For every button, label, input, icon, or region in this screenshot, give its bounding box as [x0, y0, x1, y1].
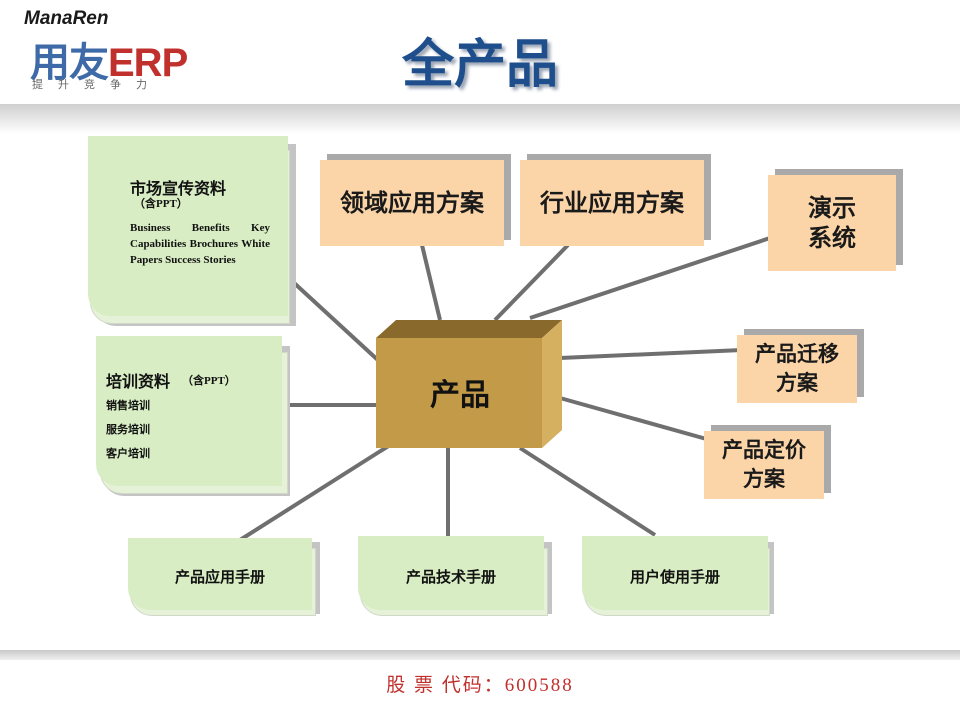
- footer-divider: [0, 650, 960, 660]
- tech-manual-label: 产品技术手册: [405, 568, 496, 586]
- header-divider: [0, 104, 960, 134]
- user-manual-label: 用户使用手册: [629, 568, 720, 586]
- domain-solution-box[interactable]: 领域应用方案: [320, 160, 504, 246]
- demo-system-line1: 演示: [808, 194, 856, 222]
- marketing-body: Business Benefits Key Capabilities Broch…: [130, 222, 270, 266]
- app-manual-label: 产品应用手册: [174, 568, 265, 586]
- page-title: 全产品: [401, 35, 558, 95]
- note-front: [582, 536, 768, 610]
- stock-code: 股 票 代码：600588: [386, 675, 574, 696]
- center-label: 产品: [430, 378, 490, 413]
- pricing-plan-line1: 产品定价: [722, 438, 806, 462]
- product-cube: [376, 320, 562, 448]
- note-front: [96, 336, 282, 486]
- demo-system-line2: 系统: [808, 224, 856, 252]
- pricing-plan-box[interactable]: 产品定价 方案: [704, 431, 824, 499]
- link-app-manual: [238, 443, 392, 542]
- link-domain: [420, 244, 442, 321]
- logo-main-text: 用友ERP: [30, 30, 188, 88]
- industry-solution-label: 行业应用方案: [540, 189, 684, 217]
- link-industry: [493, 243, 570, 322]
- link-pricing: [559, 396, 711, 442]
- note-front: [128, 538, 312, 610]
- brand-logo: ManaRen 用友ERP 提升竞争力: [0, 0, 200, 100]
- link-demo: [529, 236, 771, 320]
- logo-main-cn: 用友: [30, 41, 109, 85]
- pricing-plan-line2: 方案: [743, 467, 785, 491]
- migration-plan-line1: 产品迁移: [755, 342, 839, 366]
- logo-slogan: 提升竞争力: [32, 78, 162, 91]
- training-item-customer: 客户培训: [106, 447, 150, 460]
- link-migration: [559, 348, 743, 360]
- demo-system-box[interactable]: 演示 系统: [768, 175, 896, 271]
- link-marketing: [278, 268, 382, 364]
- logo-erp: ERP: [108, 41, 188, 85]
- migration-plan-line2: 方案: [776, 371, 818, 395]
- training-item-sales: 销售培训: [106, 399, 150, 412]
- migration-plan-box[interactable]: 产品迁移 方案: [737, 335, 857, 403]
- training-title: 培训资料: [106, 372, 171, 391]
- logo-script-text: ManaRen: [24, 8, 109, 29]
- domain-solution-label: 领域应用方案: [340, 189, 484, 217]
- industry-solution-box[interactable]: 行业应用方案: [520, 160, 704, 246]
- training-subtitle: （含PPT）: [182, 375, 236, 387]
- training-item-service: 服务培训: [106, 423, 150, 436]
- note-front: [88, 136, 288, 316]
- marketing-title: 市场宣传资料: [130, 179, 227, 198]
- marketing-subtitle: （含PPT）: [134, 198, 188, 210]
- note-front: [358, 536, 544, 610]
- link-user-manual: [518, 446, 657, 537]
